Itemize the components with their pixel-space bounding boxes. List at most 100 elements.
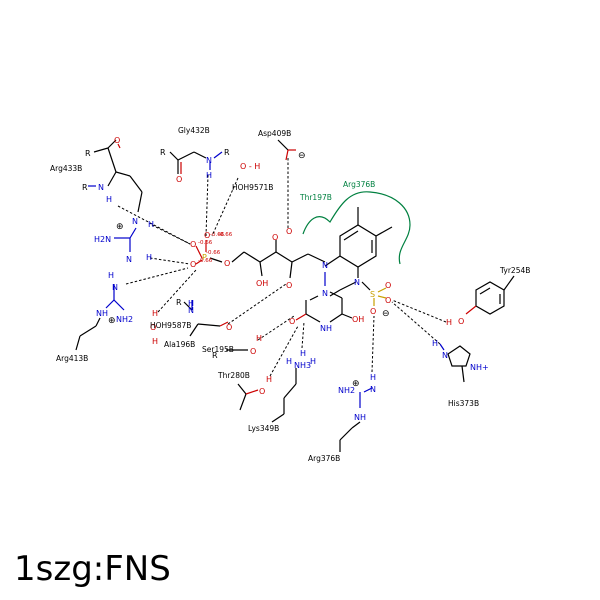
ligand-bond — [343, 230, 359, 241]
ligand-atom-n5: N — [354, 278, 360, 287]
residue-bond — [107, 139, 117, 149]
charge-label: -0.66 — [198, 240, 213, 246]
residue-bond — [213, 151, 223, 159]
residue-label-asp409: Asp409B — [258, 129, 291, 138]
atom-h: H — [206, 171, 212, 180]
residue-label-tyr254: Tyr254B — [499, 266, 530, 275]
residue-bond — [79, 325, 97, 337]
atom-h: H — [432, 339, 438, 348]
atom-h: H — [310, 357, 316, 366]
residue-bond — [93, 147, 109, 153]
residue-bond — [169, 151, 179, 161]
atom-n: N — [442, 351, 448, 360]
residue-label-thr280: Thr280B — [217, 371, 250, 380]
residue-bond — [439, 343, 445, 351]
atom-h: H — [300, 349, 306, 358]
charge-label: -0.66 — [210, 232, 225, 238]
residue-bond — [105, 299, 115, 309]
residue-gly432 — [169, 151, 223, 174]
residue-label-arg376-top: Arg376B — [343, 180, 375, 189]
hbond — [371, 315, 375, 373]
atom-h: H — [108, 271, 114, 280]
atom-r: R — [212, 351, 218, 360]
atom-h: H — [286, 357, 292, 366]
atom-o: O — [114, 136, 120, 145]
ligand-atom-n10: N — [322, 261, 328, 270]
atom-o: O — [226, 323, 232, 332]
residue-label-ser195: Ser195B — [202, 345, 234, 354]
residue-bond — [363, 387, 373, 393]
residue-bond — [189, 323, 199, 337]
atom-n: N — [98, 183, 104, 192]
atom-h: H — [446, 318, 452, 327]
residue-bond — [75, 335, 81, 351]
ligand-atom-n3: NH — [320, 324, 332, 333]
plus-symbol: ⊕ — [108, 316, 116, 326]
residue-his373 — [439, 343, 471, 383]
atom-nh: NH — [96, 309, 108, 318]
residue-bond — [193, 151, 207, 159]
residue-arg433 — [88, 139, 143, 252]
his-ring — [447, 345, 471, 367]
ligand-atom-o3: O — [272, 233, 278, 242]
atom-nh: NH — [354, 413, 366, 422]
residue-bond — [271, 413, 285, 423]
ligand-atom-oh-rib: OH — [256, 279, 268, 288]
residue-bond — [197, 323, 221, 327]
atom-n: N — [132, 217, 138, 226]
ligand-bond — [329, 289, 341, 297]
ligand-atom-op1: O — [204, 231, 210, 240]
ligand-atom-op2: O — [190, 240, 196, 249]
ligand-bond — [341, 313, 353, 319]
atom-o: O — [250, 347, 256, 356]
residue-thr280 — [237, 383, 259, 411]
ligand-bond — [377, 295, 387, 299]
ligand-bond — [309, 295, 319, 301]
atom-r: R — [85, 149, 91, 158]
residue-label-arg413: Arg413B — [56, 354, 88, 363]
ligand-bond — [377, 287, 387, 293]
residue-bond — [113, 299, 125, 311]
atom-h: H — [106, 195, 112, 204]
hbond — [257, 315, 295, 341]
residue-arg413 — [75, 284, 125, 351]
residue-bond — [479, 287, 491, 295]
residue-bond — [95, 317, 101, 327]
residue-bond — [107, 171, 117, 187]
ligand-atom-so3: O — [370, 307, 376, 316]
ligand-ribityl — [243, 251, 261, 263]
page-title: 1szg:FNS — [14, 549, 171, 589]
ligand-atom-oh: OH — [352, 315, 364, 324]
residue-bond — [107, 147, 117, 173]
residue-label-arg433: Arg433B — [50, 164, 82, 173]
atom-n: N — [126, 255, 132, 264]
residue-bond — [503, 275, 515, 291]
hbond — [149, 257, 191, 265]
residue-bond — [277, 139, 289, 151]
ligand-bond — [361, 281, 371, 291]
residue-bond — [183, 301, 193, 311]
charge-label: -0.66 — [206, 250, 221, 256]
ligand-bond — [329, 313, 343, 323]
residue-bond — [129, 175, 143, 193]
atom-o: O — [150, 323, 156, 332]
atom-n: N — [206, 156, 212, 165]
residue-tyr254 — [465, 275, 515, 315]
water-oh: O - H — [240, 162, 260, 171]
atom-r: R — [224, 148, 230, 157]
residue-bond — [129, 227, 137, 239]
residue-arg376-bottom — [339, 387, 373, 452]
residue-bond — [219, 321, 229, 327]
charge-label: -0.66 — [198, 258, 213, 264]
ligand-bond — [324, 255, 341, 267]
ligand-methyl — [375, 226, 393, 237]
atom-n: N — [370, 385, 376, 394]
atom-r: R — [82, 183, 88, 192]
ligand-atom-o2: O — [289, 317, 295, 326]
residue-bond — [237, 383, 247, 395]
hydrogen-bonds — [117, 158, 447, 377]
residue-bond — [283, 383, 297, 399]
atom-h: H — [266, 375, 272, 384]
atom-nh3: NH3 — [294, 361, 311, 370]
